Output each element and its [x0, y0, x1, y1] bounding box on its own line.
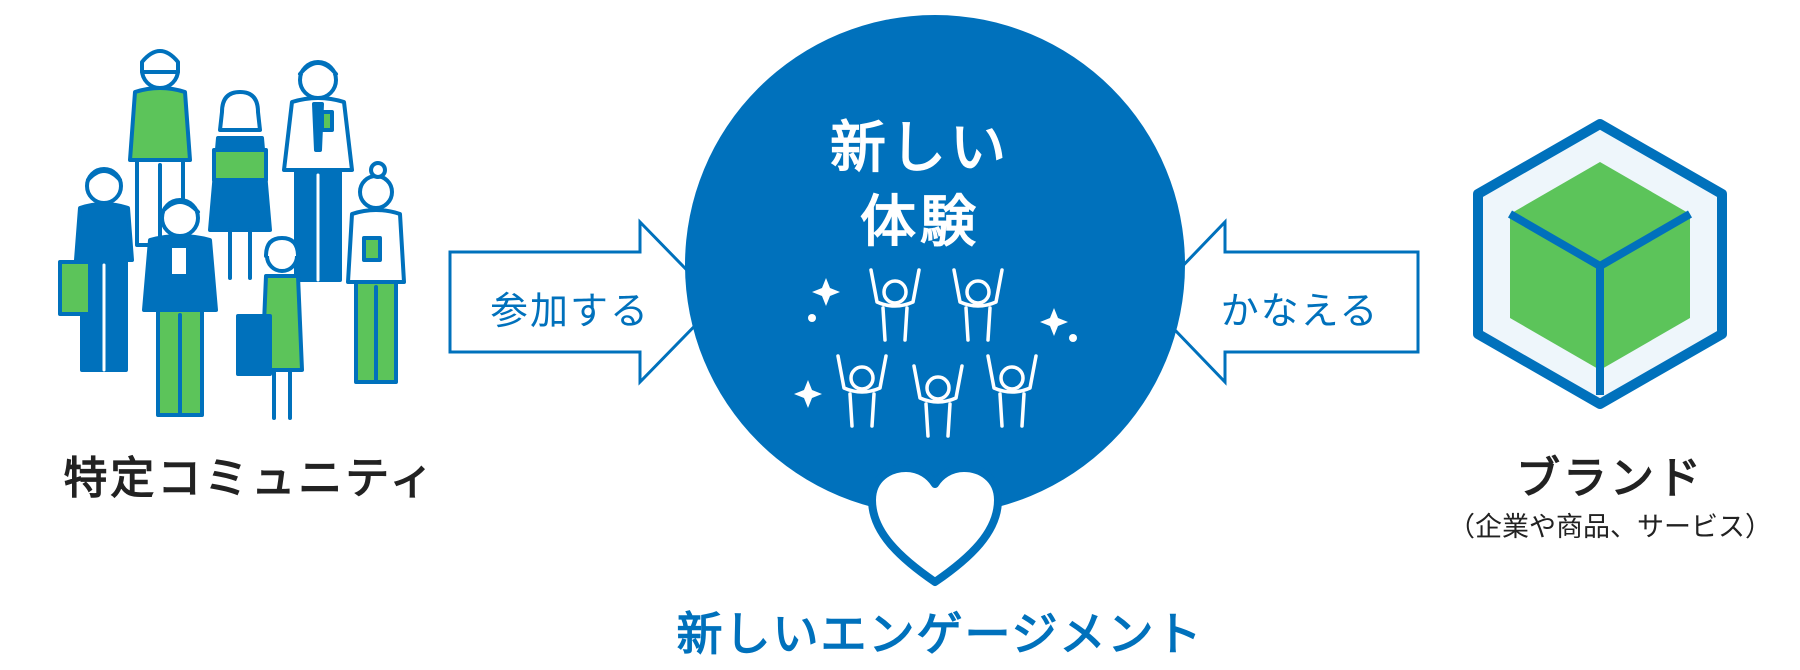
- participate-label: 参加する: [489, 289, 650, 333]
- cheering-crowd-icon: [836, 268, 1038, 438]
- new-experience-title: 新しい 体験: [760, 112, 1080, 260]
- person-icon: [346, 161, 406, 384]
- person-icon: [282, 60, 354, 282]
- fulfill-arrow: [1145, 218, 1420, 386]
- title-line-1: 新しい: [830, 116, 1010, 181]
- fulfill-label: かなえる: [1220, 289, 1380, 333]
- cube-icon: [1473, 119, 1727, 409]
- community-label: 特定コミュニティ: [63, 453, 437, 504]
- person-icon: [142, 198, 218, 417]
- people-group-icon: [58, 49, 406, 420]
- person-icon: [236, 236, 304, 420]
- person-icon: [58, 167, 134, 372]
- person-icon: [208, 90, 272, 280]
- sparkle-icon: [794, 278, 1077, 408]
- engagement-label: 新しいエンゲージメント: [676, 607, 1204, 661]
- new-experience-circle: [685, 15, 1185, 515]
- brand-label: ブランド: [1516, 453, 1704, 504]
- brand-sublabel: （企業や商品、サービス）: [1448, 512, 1772, 543]
- heart-icon: [868, 464, 1002, 586]
- title-line-2: 体験: [860, 190, 980, 255]
- participate-arrow: [448, 218, 721, 386]
